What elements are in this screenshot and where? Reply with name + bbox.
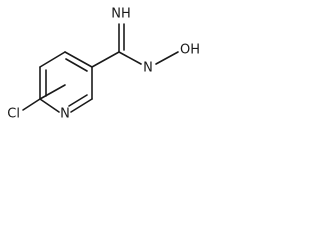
chemical-structure-diagram: Cl N NH N OH xyxy=(7,7,200,122)
ring-bond-c7-n xyxy=(70,98,93,113)
ring-bond-n-c2 xyxy=(39,98,60,113)
bond-amidine-c-n xyxy=(118,51,142,65)
hydroxyl-oh-label: OH xyxy=(180,43,200,58)
ring-bond-c2-c3 xyxy=(39,84,66,100)
imine-nh-label: NH xyxy=(111,7,131,22)
amine-nitrogen-label: N xyxy=(143,61,153,76)
ring-bond-c5-c6 xyxy=(64,51,93,68)
ring-double-bond-inner-top xyxy=(65,58,88,72)
ring-nitrogen-label: N xyxy=(60,107,70,122)
chlorine-atom-label: Cl xyxy=(7,107,20,122)
ring-bond-c4-c5 xyxy=(39,51,66,68)
bond-n-o xyxy=(155,51,179,65)
bond-ring-to-amidine-carbon xyxy=(91,51,120,68)
amidoxime-group xyxy=(91,23,179,68)
bond-c-cl xyxy=(22,98,41,111)
ring-double-bond-inner-bottom xyxy=(68,94,88,107)
pyridine-ring xyxy=(39,51,93,113)
